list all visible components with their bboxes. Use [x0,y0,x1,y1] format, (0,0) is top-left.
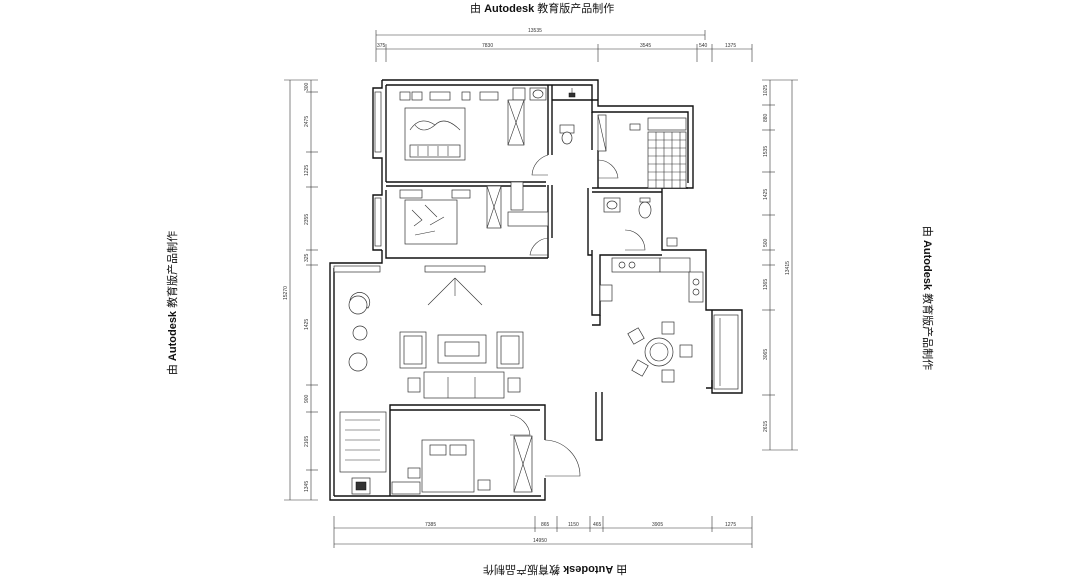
right-seg-0: 1025 [763,85,769,96]
right-overall-label: 13415 [785,261,791,275]
left-seg-6: 900 [304,394,310,403]
top-seg-1: 7830 [482,43,493,49]
dining-table [644,337,674,367]
bathroom-1 [529,87,576,145]
bottom-seg-5: 1275 [725,522,736,528]
windows [333,91,739,390]
top-overall-label: 13535 [528,28,542,34]
bottom-seg-3: 465 [593,522,602,528]
left-dimension-chain: 15270 300 2475 1225 2355 325 1425 900 21… [283,79,318,501]
shower-tile [647,131,687,189]
top-dimension-chain: 13535 375 7830 3545 540 1375 [375,28,753,62]
right-dimension-chain: 1025 880 1535 1425 500 1365 3065 2615 13… [762,79,798,451]
top-seg-0: 375 [377,43,386,49]
top-seg-3: 540 [699,43,708,49]
toilet-2 [638,201,652,219]
living-room [339,265,524,473]
left-seg-7: 2165 [304,436,310,447]
second-bedroom [399,181,549,245]
sofa [423,371,505,399]
door-swings [509,154,646,477]
top-seg-4: 1375 [725,43,736,49]
left-overall-label: 15270 [283,286,289,300]
right-seg-5: 1365 [763,279,769,290]
bottom-seg-2: 1150 [568,522,579,528]
bottom-dimension-chain: 7385 865 1150 465 3905 1275 14950 [333,516,753,548]
master-bedroom [399,87,526,161]
right-seg-7: 2615 [763,421,769,432]
dining-area [627,321,693,383]
bottom-seg-1: 865 [541,522,550,528]
toilet-1 [561,131,573,145]
tv-cabinet [424,265,486,273]
right-seg-1: 880 [763,113,769,122]
watermark-top: 由 Autodesk 教育版产品制作 [470,3,615,15]
bottom-overall-label: 14950 [533,538,547,544]
third-bedroom [351,435,533,495]
walls [329,79,743,501]
left-seg-8: 1345 [304,481,310,492]
bathroom-2 [597,114,687,247]
left-seg-5: 1425 [304,319,310,330]
left-seg-0: 300 [304,82,310,91]
top-seg-2: 3545 [640,43,651,49]
left-seg-1: 2475 [304,116,310,127]
kitchen [599,257,704,303]
right-seg-2: 1535 [763,146,769,157]
bottom-seg-0: 7385 [425,522,436,528]
wardrobe-3 [339,411,387,473]
bottom-seg-4: 3905 [652,522,663,528]
left-seg-3: 2355 [304,214,310,225]
left-seg-2: 1225 [304,165,310,176]
right-seg-3: 1425 [763,189,769,200]
sink [688,271,704,303]
right-seg-4: 500 [763,238,769,247]
right-seg-6: 3065 [763,349,769,360]
left-seg-4: 325 [304,253,310,262]
second-bed [404,199,458,245]
